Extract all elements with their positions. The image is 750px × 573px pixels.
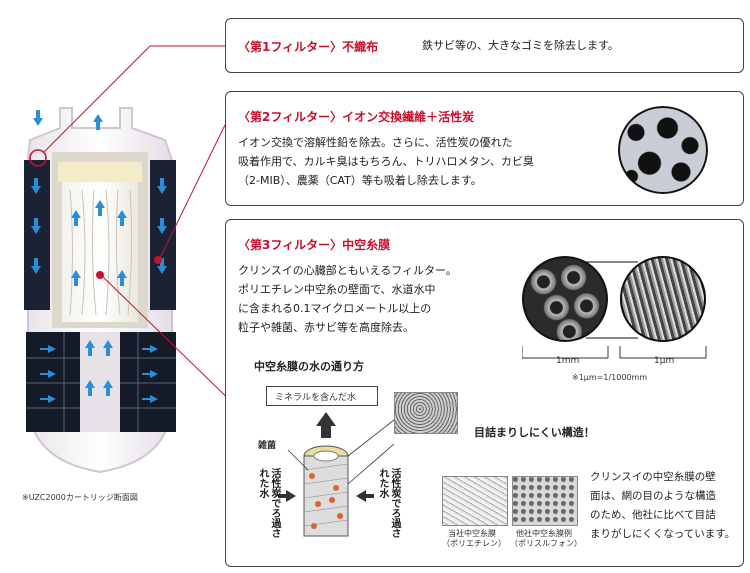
flow-desc-4: まりがしにくくなっています。 — [590, 528, 736, 540]
hollow-fiber-flow-diagram — [278, 412, 395, 537]
activated-carbon-micrograph — [618, 106, 708, 194]
cartridge-caption: ※UZC2000カートリッジ断面図 — [22, 493, 138, 502]
filter2-box: 〈第2フィルター〉イオン交換繊維＋活性炭 イオン交換で溶解性鉛を除去。さらに、活… — [225, 91, 744, 206]
filter2-title: 〈第2フィルター〉イオン交換繊維＋活性炭 — [238, 110, 475, 124]
our-membrane-label-2: （ポリエチレン） — [442, 539, 506, 548]
hollow-fiber-micrograph-1um — [620, 256, 706, 342]
filter3-line-4: 粒子や雑菌、赤サビ等を高度除去。 — [238, 321, 414, 334]
germ-label: 雑菌 — [258, 441, 277, 451]
flow-title: 中空糸膜の水の通り方 — [254, 360, 364, 373]
membrane-surface-closeup — [394, 392, 458, 434]
filter3-line-3: に含まれる0.1マイクロメートル以上の — [238, 302, 432, 315]
other-membrane-label-1: 他社中空糸膜例 — [516, 529, 572, 538]
right-vertical-label: 活性炭でろ過された水 — [377, 468, 400, 538]
other-membrane-label-2: （ポリスルフォン） — [510, 539, 582, 548]
scale-1mm-label: 1mm — [556, 356, 580, 366]
filter3-title: 〈第3フィルター〉中空糸膜 — [238, 238, 391, 252]
flow-desc-1: クリンスイの中空糸膜の壁 — [590, 471, 716, 483]
filter3-line-1: クリンスイの心臓部ともいえるフィルター。 — [238, 264, 457, 277]
mineral-water-label-box: ミネラルを含んだ水 — [266, 386, 378, 406]
scale-note: ※1μm=1/1000mm — [572, 373, 648, 382]
left-vertical-label: 活性炭でろ過された水 — [257, 468, 280, 538]
hollow-fiber-micrograph-1mm — [522, 256, 608, 342]
mineral-water-label: ミネラルを含んだ水 — [275, 393, 357, 403]
scale-1um-label: 1μm — [654, 356, 675, 366]
filter3-line-2: ポリエチレン中空糸の壁面で、水道水中 — [238, 283, 436, 296]
filter2-line-1: イオン交換で溶解性鉛を除去。さらに、活性炭の優れた — [238, 136, 513, 149]
scale-bars — [522, 346, 707, 359]
filter1-description: 鉄サビ等の、大きなゴミを除去します。 — [422, 39, 619, 52]
filter2-line-2: 吸着作用で、カルキ臭はもちろん、トリハロメタン、カビ臭 — [238, 155, 534, 168]
other-membrane-texture — [512, 476, 578, 526]
our-membrane-texture — [442, 476, 508, 526]
filter1-title: 〈第1フィルター〉不織布 — [238, 40, 379, 54]
micrograph-connector — [586, 261, 638, 339]
our-membrane-label-1: 当社中空糸膜 — [448, 529, 496, 538]
filter1-box: 〈第1フィルター〉不織布 鉄サビ等の、大きなゴミを除去します。 — [225, 18, 744, 73]
structure-label: 目詰まりしにくい構造！ — [474, 426, 595, 439]
filter3-box: 〈第3フィルター〉中空糸膜 クリンスイの心臓部ともいえるフィルター。 ポリエチレ… — [225, 219, 744, 567]
cartridge-diagram — [24, 107, 176, 474]
flow-desc-2: 面は、網の目のような構造 — [590, 490, 716, 502]
filter2-line-3: （2-MIB）、農薬（CAT）等も吸着し除去します。 — [238, 174, 482, 187]
flow-desc-3: のため、他社に比べて目詰 — [590, 509, 716, 521]
